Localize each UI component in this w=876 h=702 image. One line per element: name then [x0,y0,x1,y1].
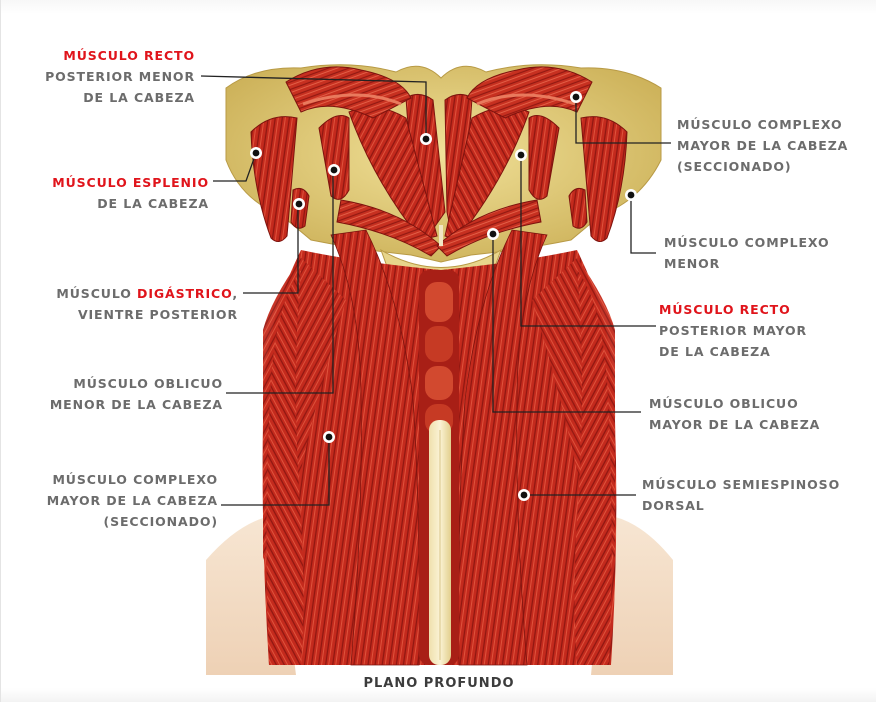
dot-complexo-right [570,91,582,103]
label-line: MÚSCULO COMPLEXO [47,469,218,490]
label-oblicuo-mayor: MÚSCULO OBLICUO MAYOR DE LA CABEZA [649,393,820,435]
label-recto-posterior-menor: MÚSCULO RECTO POSTERIOR MENOR DE LA CABE… [45,45,195,108]
label-line: MÚSCULO COMPLEXO [677,114,848,135]
label-line: MÚSCULO COMPLEXO [664,232,830,253]
label-line: MENOR [664,253,830,274]
label-line-1: MÚSCULO DIGÁSTRICO, [56,283,238,304]
label-accent: MÚSCULO RECTO [45,45,195,66]
dot-complexo-menor [625,189,637,201]
dot-esplenio [250,147,262,159]
label-oblicuo-menor: MÚSCULO OBLICUO MENOR DE LA CABEZA [50,373,223,415]
label-line: MÚSCULO OBLICUO [50,373,223,394]
label-line: MÚSCULO OBLICUO [649,393,820,414]
label-complexo-menor: MÚSCULO COMPLEXO MENOR [664,232,830,274]
dot-oblicuo-menor [328,164,340,176]
label-prefix: MÚSCULO [56,286,137,301]
label-line: MAYOR DE LA CABEZA [649,414,820,435]
figure-caption: PLANO PROFUNDO [1,676,876,691]
dot-complexo-left [323,431,335,443]
label-complexo-mayor-left: MÚSCULO COMPLEXO MAYOR DE LA CABEZA (SEC… [47,469,218,532]
dot-recto-mayor [515,149,527,161]
label-line: DORSAL [642,495,840,516]
label-line: VIENTRE POSTERIOR [56,304,238,325]
dot-semiespinoso [518,489,530,501]
label-accent: DIGÁSTRICO [137,286,232,301]
leader-complexo-menor [631,195,656,253]
dot-oblicuo-mayor [487,228,499,240]
label-line: (SECCIONADO) [47,511,218,532]
label-line: MAYOR DE LA CABEZA [47,490,218,511]
label-line: DE LA CABEZA [52,193,209,214]
label-accent: MÚSCULO ESPLENIO [52,172,209,193]
label-line: MÚSCULO SEMIESPINOSO [642,474,840,495]
dot-digastrico [293,198,305,210]
label-line: MAYOR DE LA CABEZA [677,135,848,156]
label-line: DE LA CABEZA [659,341,807,362]
label-suffix: , [232,286,238,301]
label-line: POSTERIOR MAYOR [659,320,807,341]
spinal-column [419,270,459,665]
dot-recto-menor [420,133,432,145]
label-digastrico: MÚSCULO DIGÁSTRICO, VIENTRE POSTERIOR [56,283,238,325]
label-accent: MÚSCULO RECTO [659,299,807,320]
label-line: MENOR DE LA CABEZA [50,394,223,415]
label-esplenio: MÚSCULO ESPLENIO DE LA CABEZA [52,172,209,214]
label-line: POSTERIOR MENOR [45,66,195,87]
label-semiespinoso: MÚSCULO SEMIESPINOSO DORSAL [642,474,840,516]
label-line: DE LA CABEZA [45,87,195,108]
label-line: (SECCIONADO) [677,156,848,177]
label-complexo-mayor-right: MÚSCULO COMPLEXO MAYOR DE LA CABEZA (SEC… [677,114,848,177]
label-recto-posterior-mayor: MÚSCULO RECTO POSTERIOR MAYOR DE LA CABE… [659,299,807,362]
